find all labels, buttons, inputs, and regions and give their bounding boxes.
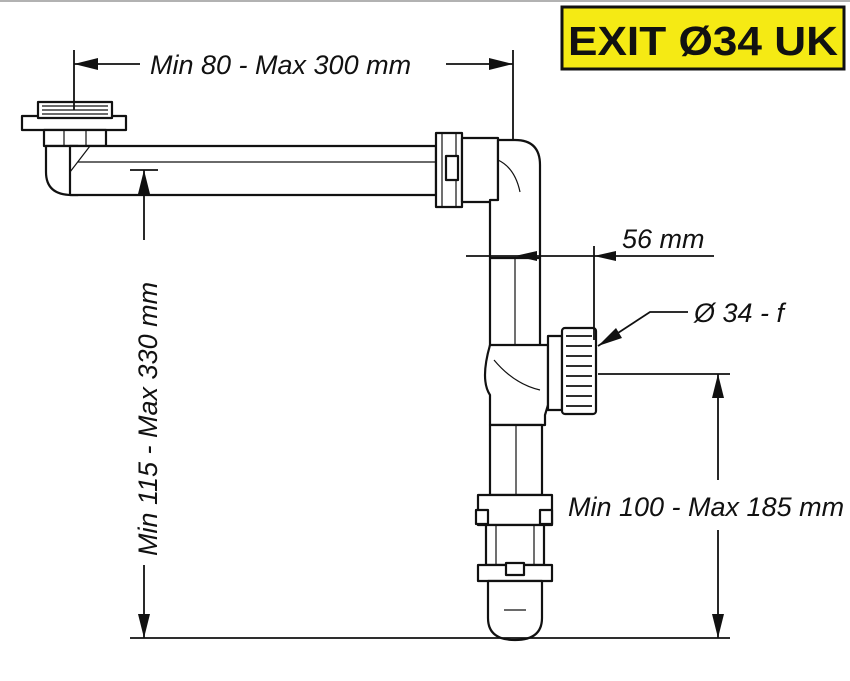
- coupling-ring: [444, 154, 460, 182]
- arrow-down: [712, 614, 724, 638]
- dimension-outlet-height: Min 100 - Max 185 mm: [568, 373, 844, 638]
- collar-clip-left: [474, 508, 490, 526]
- elbow-body: [488, 138, 542, 260]
- dimension-horizontal-length: Min 80 - Max 300 mm: [73, 50, 514, 140]
- outlet-nut: [560, 326, 598, 416]
- arrow-down: [138, 614, 150, 638]
- cleaning-cap-nut: [484, 523, 546, 567]
- offset-label: 56 mm: [622, 224, 705, 254]
- exit-label-box: [560, 5, 846, 71]
- outlet-spigot: [546, 334, 564, 412]
- exit-label: EXIT Ø34 UK: [560, 5, 846, 71]
- exit-label-text: EXIT Ø34 UK: [568, 18, 838, 64]
- lower-pipe: [474, 423, 554, 642]
- outlet-diameter-callout: Ø 34 - f: [597, 298, 787, 347]
- horizontal-length-label: Min 80 - Max 300 mm: [150, 50, 411, 80]
- nut-threads: [566, 335, 592, 407]
- outlet-diameter-label: Ø 34 - f: [693, 298, 787, 328]
- top-elbow: [488, 138, 542, 260]
- waste-nut: [42, 128, 108, 148]
- vertical-height-label: Min 115 - Max 330 mm: [133, 282, 163, 556]
- horizontal-pipe-body: [68, 144, 438, 197]
- dimension-offset: 56 mm: [466, 224, 714, 340]
- arrow-left: [515, 251, 537, 261]
- coupling-body: [460, 136, 500, 204]
- arrow-up: [138, 170, 150, 194]
- trap-elbow: [483, 343, 550, 427]
- cap-key: [504, 561, 526, 577]
- arrow-right: [489, 58, 513, 70]
- arrow-left: [74, 58, 98, 70]
- horizontal-pipe: [68, 131, 500, 209]
- leader-arrow: [598, 328, 622, 346]
- trap-body: [483, 326, 598, 427]
- collar-clip-right: [538, 508, 554, 526]
- arrow-up: [712, 374, 724, 398]
- dimension-vertical-height: Min 115 - Max 330 mm: [130, 169, 163, 638]
- arrow-right: [594, 251, 616, 261]
- vertical-pipe: [488, 256, 542, 350]
- outlet-height-label: Min 100 - Max 185 mm: [568, 492, 844, 522]
